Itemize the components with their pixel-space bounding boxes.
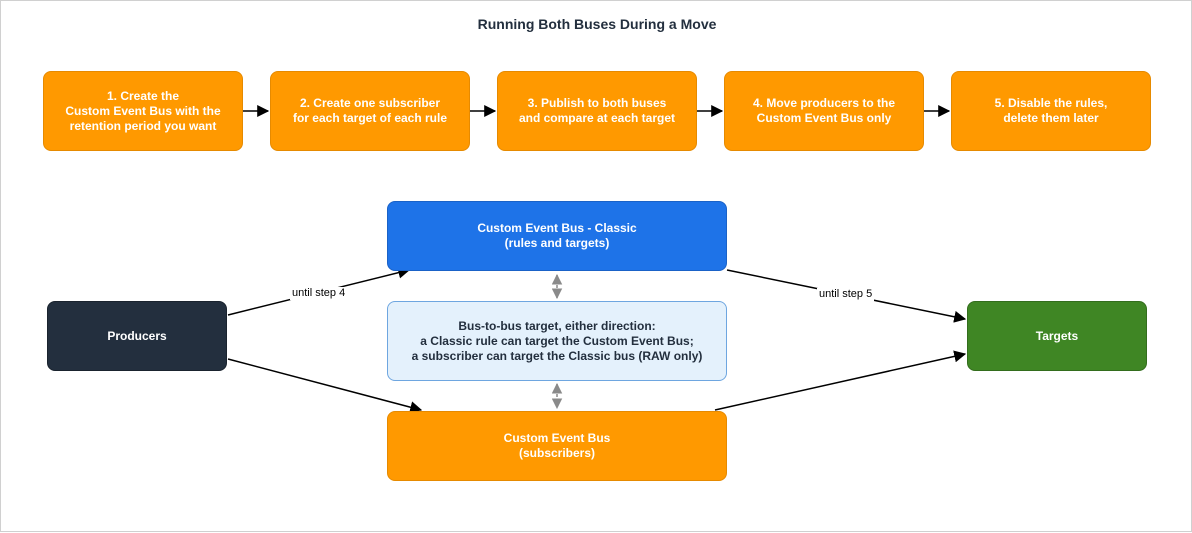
producers-to-custom-arrow bbox=[227, 358, 423, 414]
step-2: 2. Create one subscriber for each target… bbox=[270, 71, 470, 151]
bus-to-bus-note: Bus-to-bus target, either direction: a C… bbox=[387, 301, 727, 381]
step-1: 1. Create the Custom Event Bus with the … bbox=[43, 71, 243, 151]
edge-label-until-step-4: until step 4 bbox=[290, 287, 348, 300]
step-3: 3. Publish to both buses and compare at … bbox=[497, 71, 697, 151]
edge-label-until-step-5: until step 5 bbox=[817, 288, 875, 301]
step-4: 4. Move producers to the Custom Event Bu… bbox=[724, 71, 924, 151]
producers-node: Producers bbox=[47, 301, 227, 371]
step-5: 5. Disable the rules, delete them later bbox=[951, 71, 1151, 151]
custom-to-targets-arrow bbox=[714, 350, 967, 411]
classic-bus-node: Custom Event Bus - Classic (rules and ta… bbox=[387, 201, 727, 271]
targets-node: Targets bbox=[967, 301, 1147, 371]
custom-bus-node: Custom Event Bus (subscribers) bbox=[387, 411, 727, 481]
diagram-title: Running Both Buses During a Move bbox=[477, 16, 717, 32]
